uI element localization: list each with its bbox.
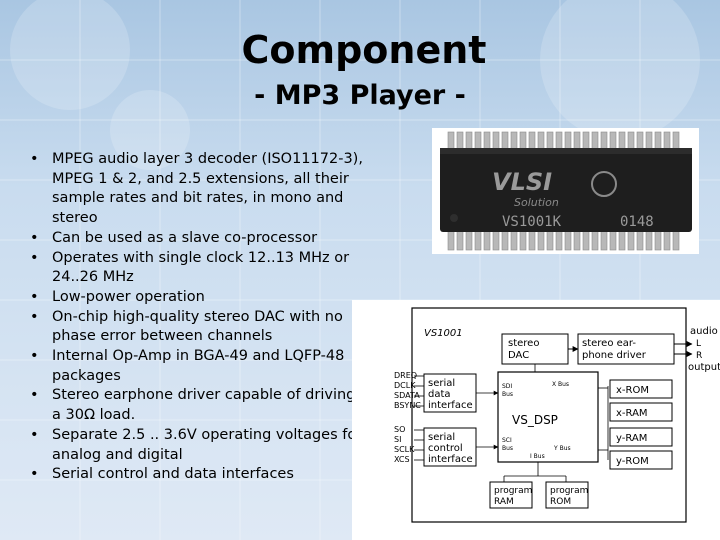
earphone-driver-block xyxy=(577,333,675,365)
pin-label: SI xyxy=(394,435,401,444)
y-ram-label: y-RAM xyxy=(616,433,647,444)
serial-data-label: data xyxy=(428,389,451,400)
serial-control-label: interface xyxy=(428,454,473,465)
pin-label: XCS xyxy=(394,455,410,464)
feature-list: •MPEG audio layer 3 decoder (ISO11172-3)… xyxy=(28,150,368,485)
audio-output-label: audio xyxy=(690,326,718,337)
block-diagram-svg: VS1001 stereo DAC stereo ear- phone driv… xyxy=(394,307,720,523)
stereo-dac-label: stereo xyxy=(508,338,539,349)
x-ram-block xyxy=(609,402,673,422)
program-rom-label: ROM xyxy=(550,497,571,507)
bus-label: SDI xyxy=(502,383,512,390)
bullet-icon: • xyxy=(30,426,39,443)
bullet-icon: • xyxy=(30,151,39,167)
pin-label: SDATA xyxy=(394,391,420,400)
bus-label: Bus xyxy=(502,445,513,452)
bullet-icon: • xyxy=(30,466,39,483)
slide-title: Component xyxy=(241,28,487,72)
bus-label: Bus xyxy=(502,391,513,398)
vs-dsp-label: VS_DSP xyxy=(512,413,558,427)
audio-left-label: L xyxy=(696,339,701,349)
serial-data-label: serial xyxy=(428,378,455,389)
chip-photo: VLSI Solution VS1001K 0148 xyxy=(432,128,699,254)
serial-control-label: control xyxy=(428,443,463,454)
feature-item: •Internal Op-Amp in BGA-49 and LQFP-48 p… xyxy=(30,348,345,384)
x-ram-label: x-RAM xyxy=(616,408,648,419)
earphone-driver-label: phone driver xyxy=(582,350,647,361)
diagram-title: VS1001 xyxy=(424,328,463,339)
y-ram-block xyxy=(609,427,673,447)
feature-item: •Low-power operation xyxy=(28,288,368,308)
feature-item: •On-chip high-quality stereo DAC with no… xyxy=(30,308,343,345)
slide-subtitle: - MP3 Player - xyxy=(254,80,466,111)
serial-data-label: interface xyxy=(428,400,473,411)
stereo-dac-label: DAC xyxy=(508,350,529,361)
program-ram-block xyxy=(489,481,533,509)
program-rom-block xyxy=(545,481,589,509)
y-rom-block xyxy=(609,450,673,470)
feature-item: •Stereo earphone driver capable of drivi… xyxy=(30,387,356,424)
pin-label: SO xyxy=(394,425,405,434)
audio-right-label: R xyxy=(696,351,702,361)
chip-date-code: 0148 xyxy=(620,214,654,230)
chip-logo-icon xyxy=(591,171,617,197)
bus-label: SCI xyxy=(502,437,512,444)
vs-dsp-block xyxy=(497,371,599,463)
feature-item: •Operates with single clock 12..13 MHz o… xyxy=(30,249,350,286)
pin-label: DREQ xyxy=(394,371,417,380)
feature-item: •Separate 2.5 .. 3.6V operating voltages… xyxy=(30,426,363,463)
earphone-driver-label: stereo ear- xyxy=(582,338,636,349)
bullet-icon: • xyxy=(30,229,39,246)
pin-label: BSYNC xyxy=(394,401,421,410)
chip-part-number: VS1001K xyxy=(502,214,562,230)
x-rom-block xyxy=(609,379,673,399)
program-ram-label: RAM xyxy=(494,497,514,507)
bus-label: Y Bus xyxy=(553,445,571,452)
feature-item: •Serial control and data interfaces xyxy=(28,465,368,485)
bullet-icon: • xyxy=(30,249,39,266)
bullet-icon: • xyxy=(30,387,39,404)
bullet-icon: • xyxy=(30,288,39,305)
bus-label: X Bus xyxy=(552,381,569,388)
program-ram-label: program xyxy=(494,486,532,496)
x-rom-label: x-ROM xyxy=(616,385,649,396)
feature-item: •Can be used as a slave co-processor xyxy=(28,229,368,249)
bus-label: I Bus xyxy=(530,453,545,460)
serial-data-interface-block xyxy=(423,373,477,413)
pin-label: DCLK xyxy=(394,381,416,390)
bullet-icon: • xyxy=(30,348,39,365)
chip-logo-text: VLSI xyxy=(492,168,552,196)
chip-outline xyxy=(411,307,687,523)
y-rom-label: y-ROM xyxy=(616,456,649,467)
serial-control-label: serial xyxy=(428,432,455,443)
audio-output-caption: output xyxy=(688,362,720,373)
chip-brand-text: Solution xyxy=(514,196,559,209)
bullet-icon: • xyxy=(30,308,39,325)
feature-item: •MPEG audio layer 3 decoder (ISO11172-3)… xyxy=(30,151,363,227)
chip-image: VLSI Solution VS1001K 0148 xyxy=(440,131,692,251)
pin-label: SCLK xyxy=(394,445,415,454)
program-rom-label: program xyxy=(550,486,588,496)
stereo-dac-block xyxy=(501,333,569,365)
block-diagram: VS1001 stereo DAC stereo ear- phone driv… xyxy=(352,300,720,540)
